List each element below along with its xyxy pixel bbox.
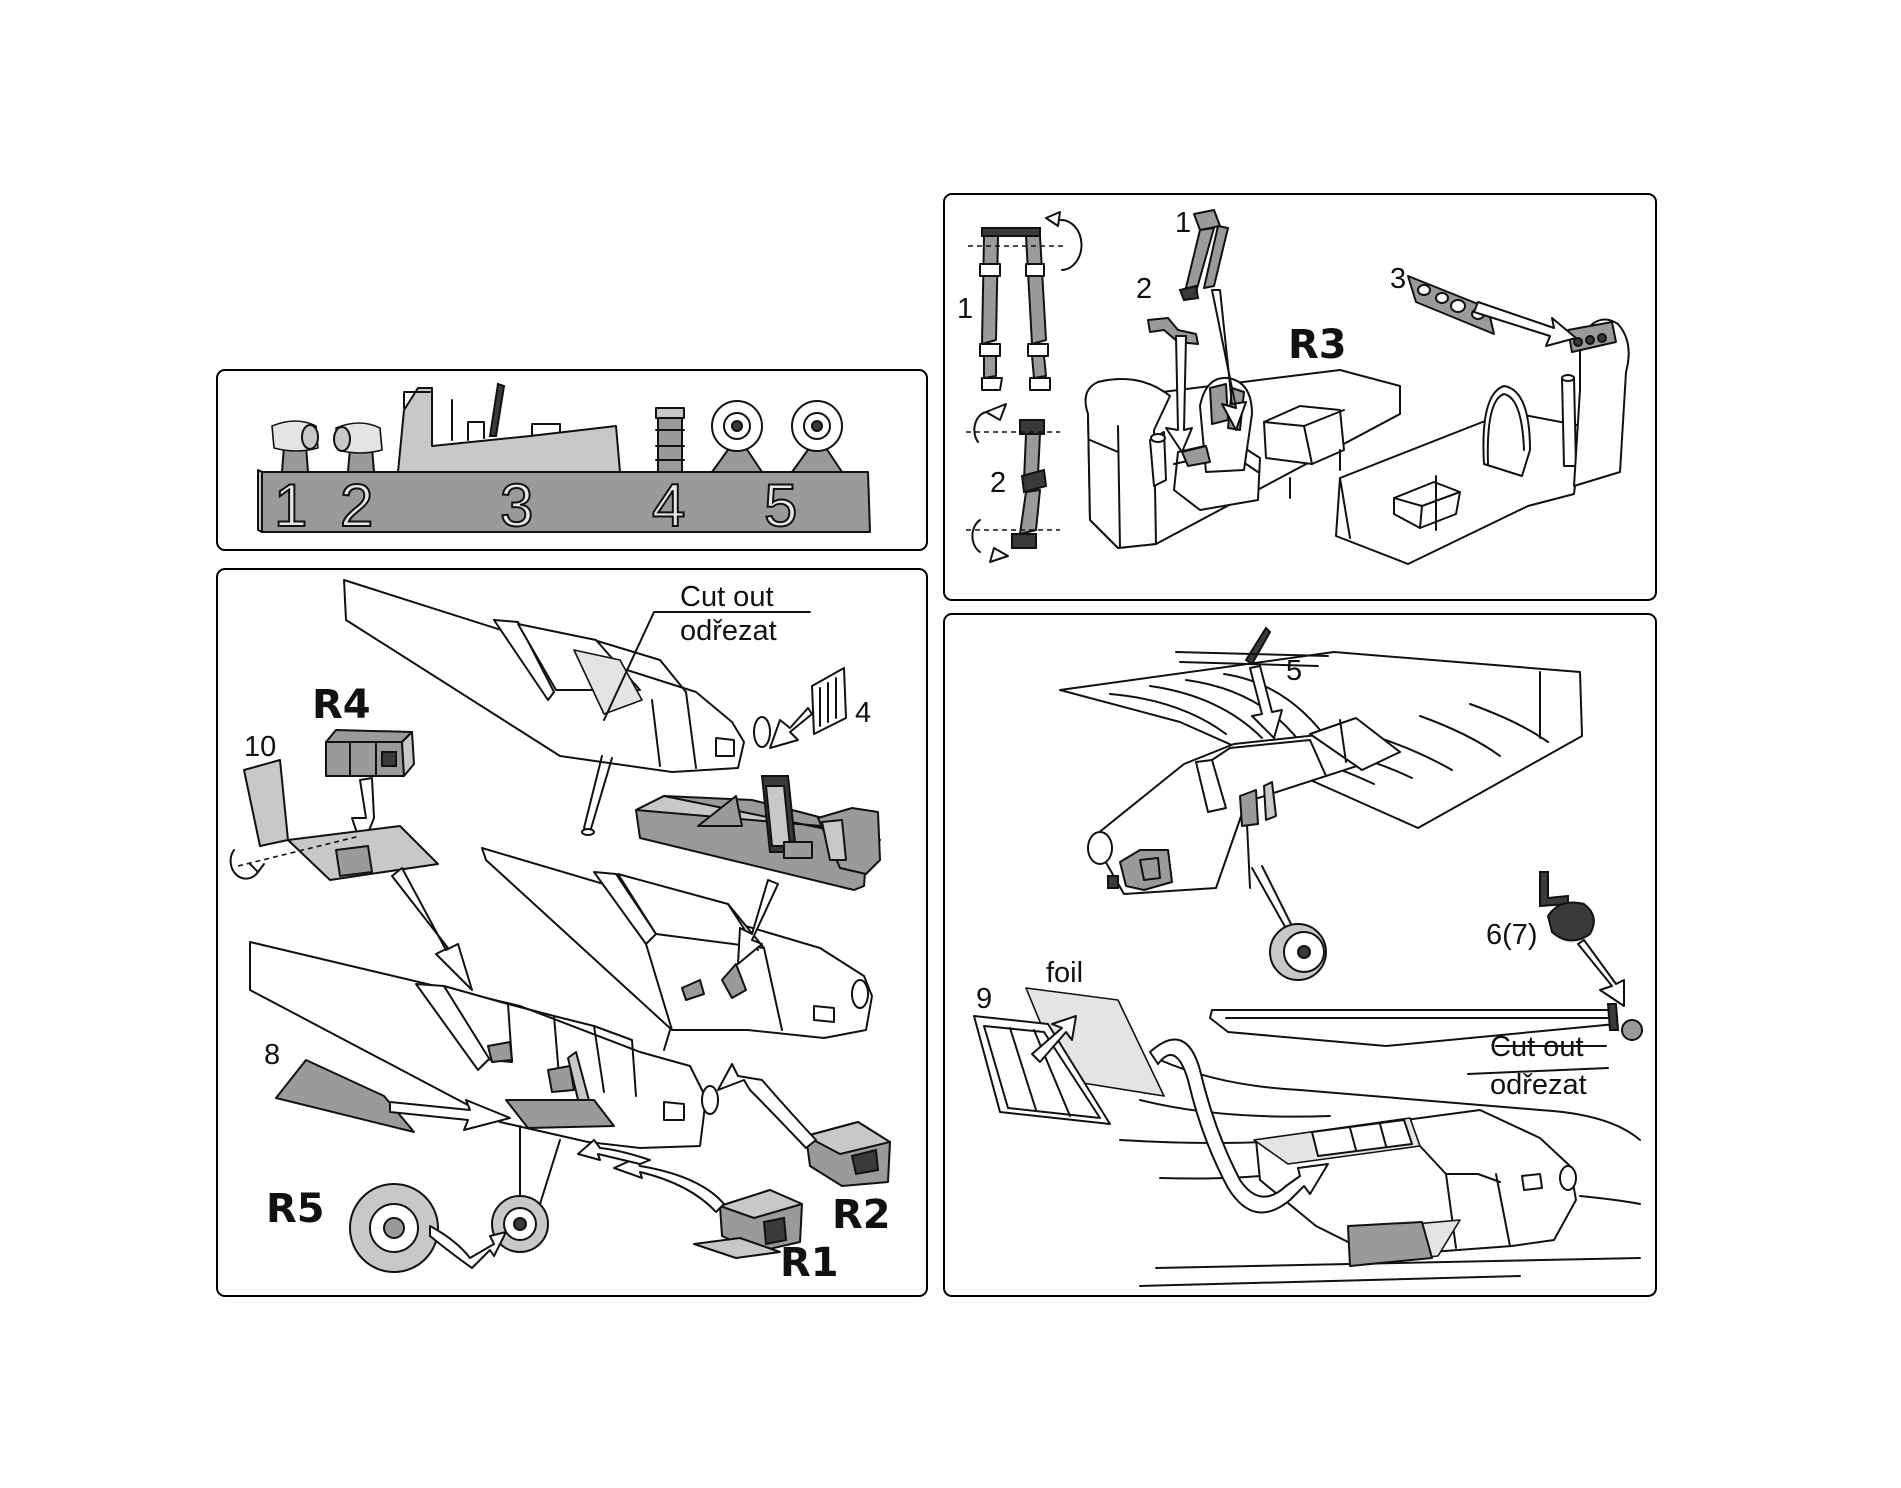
sprue-number-5: 5 bbox=[764, 472, 797, 539]
ref-r5: R5 bbox=[266, 1186, 325, 1232]
grille-part-4 bbox=[769, 667, 847, 749]
cockpit-tub-front bbox=[1084, 289, 1401, 549]
windscreen-part-9 bbox=[973, 987, 1165, 1125]
part-number-1-seat: 1 bbox=[1175, 207, 1191, 239]
sprue-number-2: 2 bbox=[340, 472, 373, 539]
instrument-panel-part-3 bbox=[1407, 275, 1577, 347]
aircraft-upper-view bbox=[1059, 626, 1583, 981]
part-number-4: 4 bbox=[855, 697, 871, 729]
cockpit-tub-rear bbox=[1335, 318, 1630, 565]
floor-part-10 bbox=[229, 759, 439, 881]
resin-part-r2 bbox=[717, 1063, 891, 1187]
seat-belts-part-1 bbox=[968, 211, 1083, 391]
cut-out-label: Cut out bbox=[680, 581, 774, 613]
part-number-5: 5 bbox=[1286, 655, 1302, 687]
part-number-2-seat: 2 bbox=[1136, 273, 1152, 305]
belt-pieces bbox=[1147, 209, 1229, 345]
part-number-10: 10 bbox=[244, 731, 276, 763]
cut-out-label-cz: odřezat bbox=[680, 615, 777, 647]
sprue-number-3: 3 bbox=[500, 472, 533, 539]
part-8-panel bbox=[275, 1059, 415, 1133]
fuselage-upper bbox=[343, 579, 771, 836]
tail-wheel-part-6-7 bbox=[1539, 871, 1625, 1007]
seat-tray-part bbox=[635, 775, 881, 965]
sprue-number-1: 1 bbox=[274, 472, 307, 539]
ref-r2: R2 bbox=[832, 1192, 891, 1238]
seat-belts-part-2 bbox=[966, 403, 1060, 563]
resin-sprue bbox=[257, 382, 871, 533]
aircraft-lower-view bbox=[1119, 1038, 1641, 1287]
sprue-number-4: 4 bbox=[652, 472, 685, 539]
part-number-8: 8 bbox=[264, 1039, 280, 1071]
part-number-3: 3 bbox=[1390, 263, 1406, 295]
tailplane-strip bbox=[1209, 1003, 1643, 1047]
fuselage-lower bbox=[249, 941, 719, 1211]
part-number-1-belts: 1 bbox=[957, 293, 973, 325]
ref-r1: R1 bbox=[780, 1240, 839, 1286]
resin-part-r1 bbox=[577, 1139, 803, 1259]
fuselage-middle bbox=[481, 847, 873, 1051]
wheel-r5 bbox=[349, 1183, 549, 1273]
foil-label: foil bbox=[1046, 957, 1083, 989]
ref-r3: R3 bbox=[1288, 322, 1347, 368]
ref-r4: R4 bbox=[312, 682, 371, 728]
part-number-2-belts: 2 bbox=[990, 467, 1006, 499]
part-number-9: 9 bbox=[976, 983, 992, 1015]
cut-out-label-right-cz: odřezat bbox=[1490, 1069, 1587, 1101]
part-number-6-7: 6(7) bbox=[1486, 919, 1538, 951]
cut-out-label-right: Cut out bbox=[1490, 1031, 1584, 1063]
